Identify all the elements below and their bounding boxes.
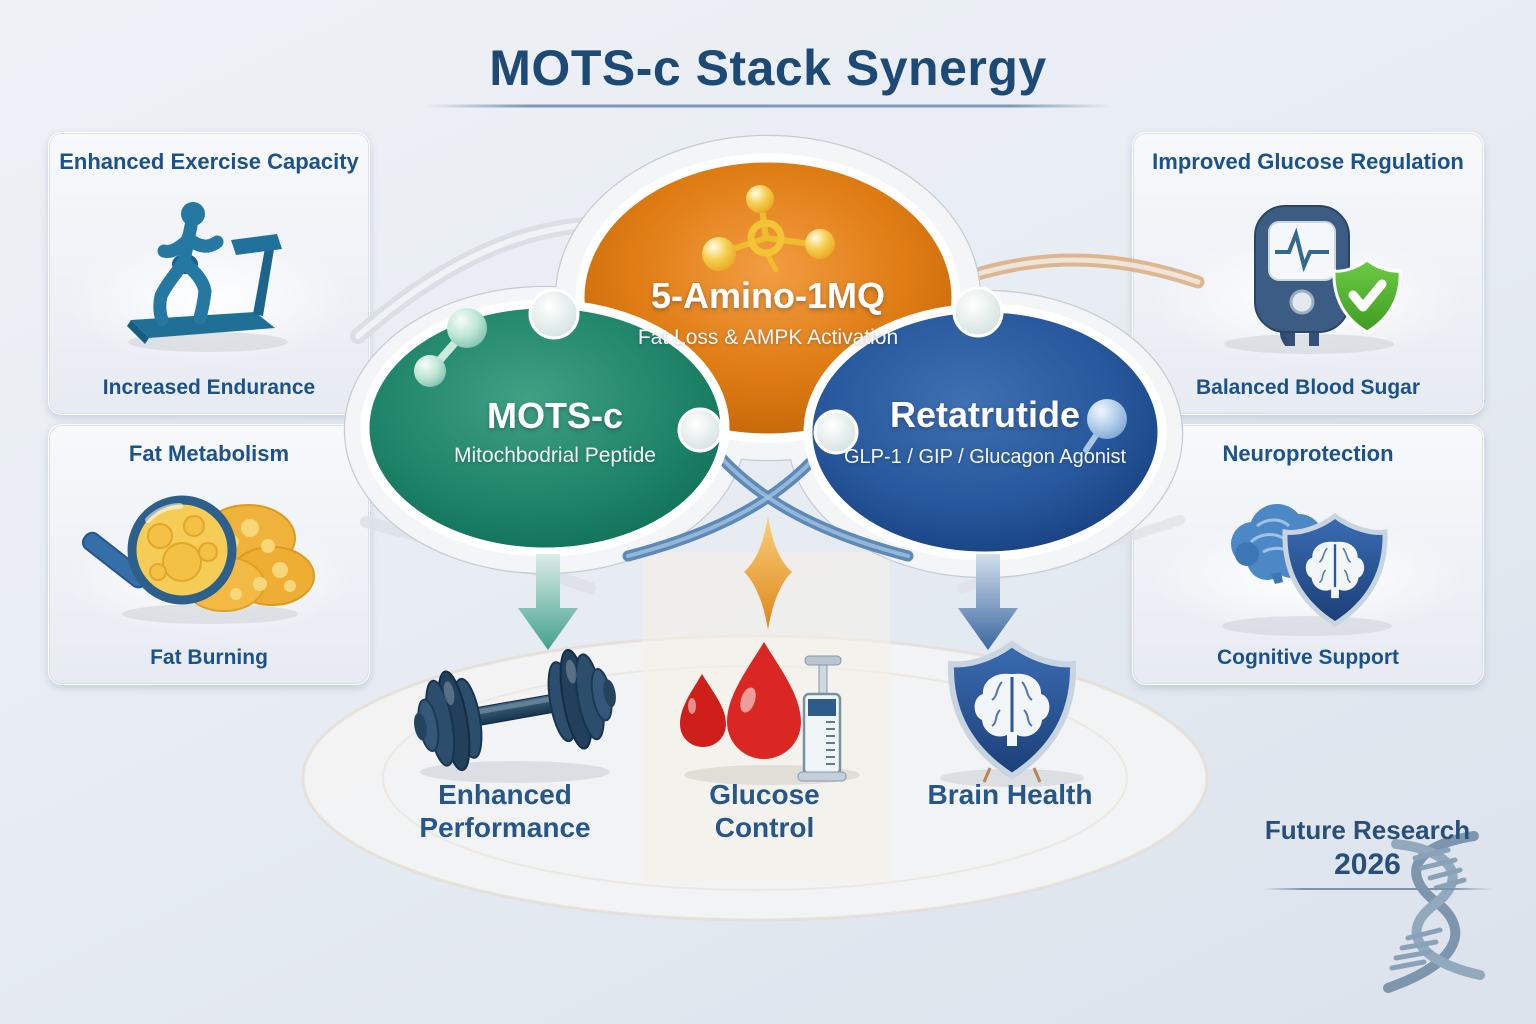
card-title: Neuroprotection — [1222, 441, 1394, 466]
bottom-platform — [301, 552, 1209, 922]
footer-year: 2026 — [1334, 848, 1401, 881]
outcome-label-brain-health: Brain Health — [927, 779, 1093, 810]
venn-sublabel-5-amino-1mq: Fat Loss & AMPK Activation — [637, 326, 899, 349]
venn-label-retatrutide: Retatrutide — [889, 394, 1081, 435]
card-icon-area — [1133, 177, 1483, 374]
venn-label-mots-c: MOTS-c — [486, 395, 623, 436]
card-icon-area — [49, 177, 369, 374]
card-caption: Cognitive Support — [1217, 646, 1399, 669]
diatomic-molecule-icon — [414, 308, 487, 387]
shield-brain-icon — [947, 640, 1077, 783]
card-icon-area — [49, 469, 369, 644]
card-title: Improved Glucose Regulation — [1152, 149, 1464, 174]
card-improved-glucose-regulation: Improved Glucose Regulation Balanced Blo… — [1132, 132, 1484, 415]
card-icon-area — [1133, 469, 1483, 644]
venn-container — [343, 134, 1184, 579]
molecule-icon — [702, 185, 835, 273]
card-caption: Balanced Blood Sugar — [1195, 376, 1421, 399]
card-neuroprotection: Neuroprotection Cognitive Support — [1132, 424, 1484, 685]
down-arrow-teal — [518, 554, 578, 650]
dumbbell-icon — [414, 648, 616, 772]
blood-drops-syringe-icon — [680, 642, 860, 785]
footer-underline — [1262, 888, 1492, 890]
card-title: Fat Metabolism — [128, 441, 290, 466]
venn-sublabel-mots-c: Mitochbodrial Peptide — [454, 444, 656, 467]
card-title: Enhanced Exercise Capacity — [59, 149, 359, 174]
down-arrow-blue — [958, 554, 1018, 650]
venn-sublabel-retatrutide: GLP-1 / GIP / Glucagon Agonist — [843, 446, 1126, 468]
card-enhanced-exercise-capacity: Enhanced Exercise Capacity Increased End… — [48, 132, 370, 415]
page-title: MOTS-c Stack Synergy — [489, 40, 1047, 96]
down-arrow-orange-diamond — [744, 516, 792, 630]
outcome-label-glucose-control: Glucose Control — [709, 779, 820, 844]
outcome-label-enhanced-performance: Enhanced Performance — [419, 779, 591, 844]
footer-title: Future Research — [1264, 815, 1471, 845]
venn-label-5-amino-1mq: 5-Amino-1MQ — [651, 275, 885, 316]
card-fat-metabolism: Fat Metabolism Fat Burning — [48, 424, 370, 685]
card-caption: Fat Burning — [150, 646, 268, 669]
card-caption: Increased Endurance — [102, 376, 316, 399]
